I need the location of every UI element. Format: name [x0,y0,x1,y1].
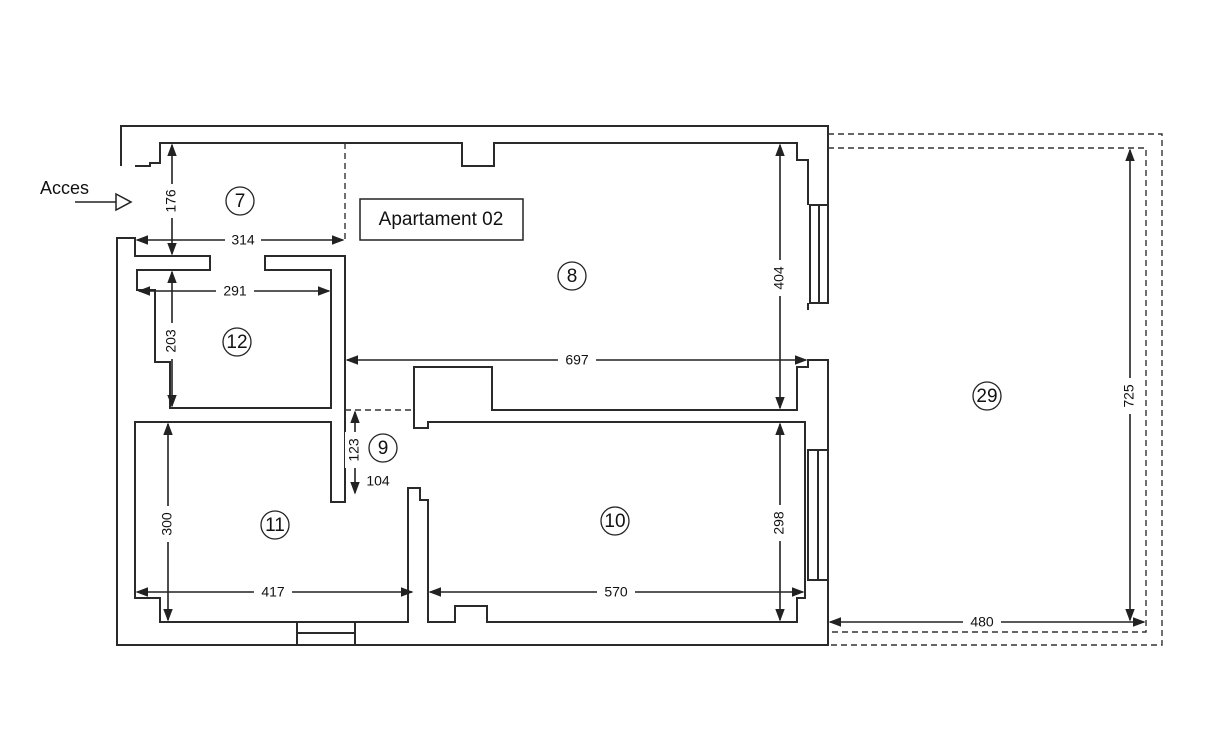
dim-123: 123 [346,438,362,462]
apartment-title: Apartament 02 [379,209,504,230]
room-29: 29 [976,386,997,407]
dim-404: 404 [771,266,787,290]
room-10: 10 [604,511,625,532]
dim-697: 697 [565,352,589,368]
room-12: 12 [226,332,247,353]
terrace-outline [344,133,1163,646]
access-indicator: Acces [40,178,133,212]
dim-104: 104 [366,473,390,489]
dimension-labels: 176 314 291 203 404 697 725 123 104 300 … [158,184,1140,630]
walls [116,125,829,646]
dim-203: 203 [163,329,179,353]
apartment-title-box: Apartament 02 [359,198,524,241]
room-7: 7 [235,191,246,212]
dim-300: 300 [159,512,175,536]
dim-417: 417 [261,584,285,600]
room-11: 11 [265,515,285,536]
dim-314: 314 [231,232,255,248]
room-9: 9 [378,438,389,459]
room-8: 8 [567,266,578,287]
dim-725: 725 [1121,384,1137,408]
access-label: Acces [40,178,89,198]
room-labels: 7 8 9 10 11 12 29 [222,186,1002,540]
access-arrowhead-icon [115,192,133,212]
dim-480: 480 [970,614,994,630]
dim-570: 570 [604,584,628,600]
dim-291: 291 [223,283,247,299]
dim-298: 298 [771,511,787,535]
dim-176: 176 [163,189,179,213]
